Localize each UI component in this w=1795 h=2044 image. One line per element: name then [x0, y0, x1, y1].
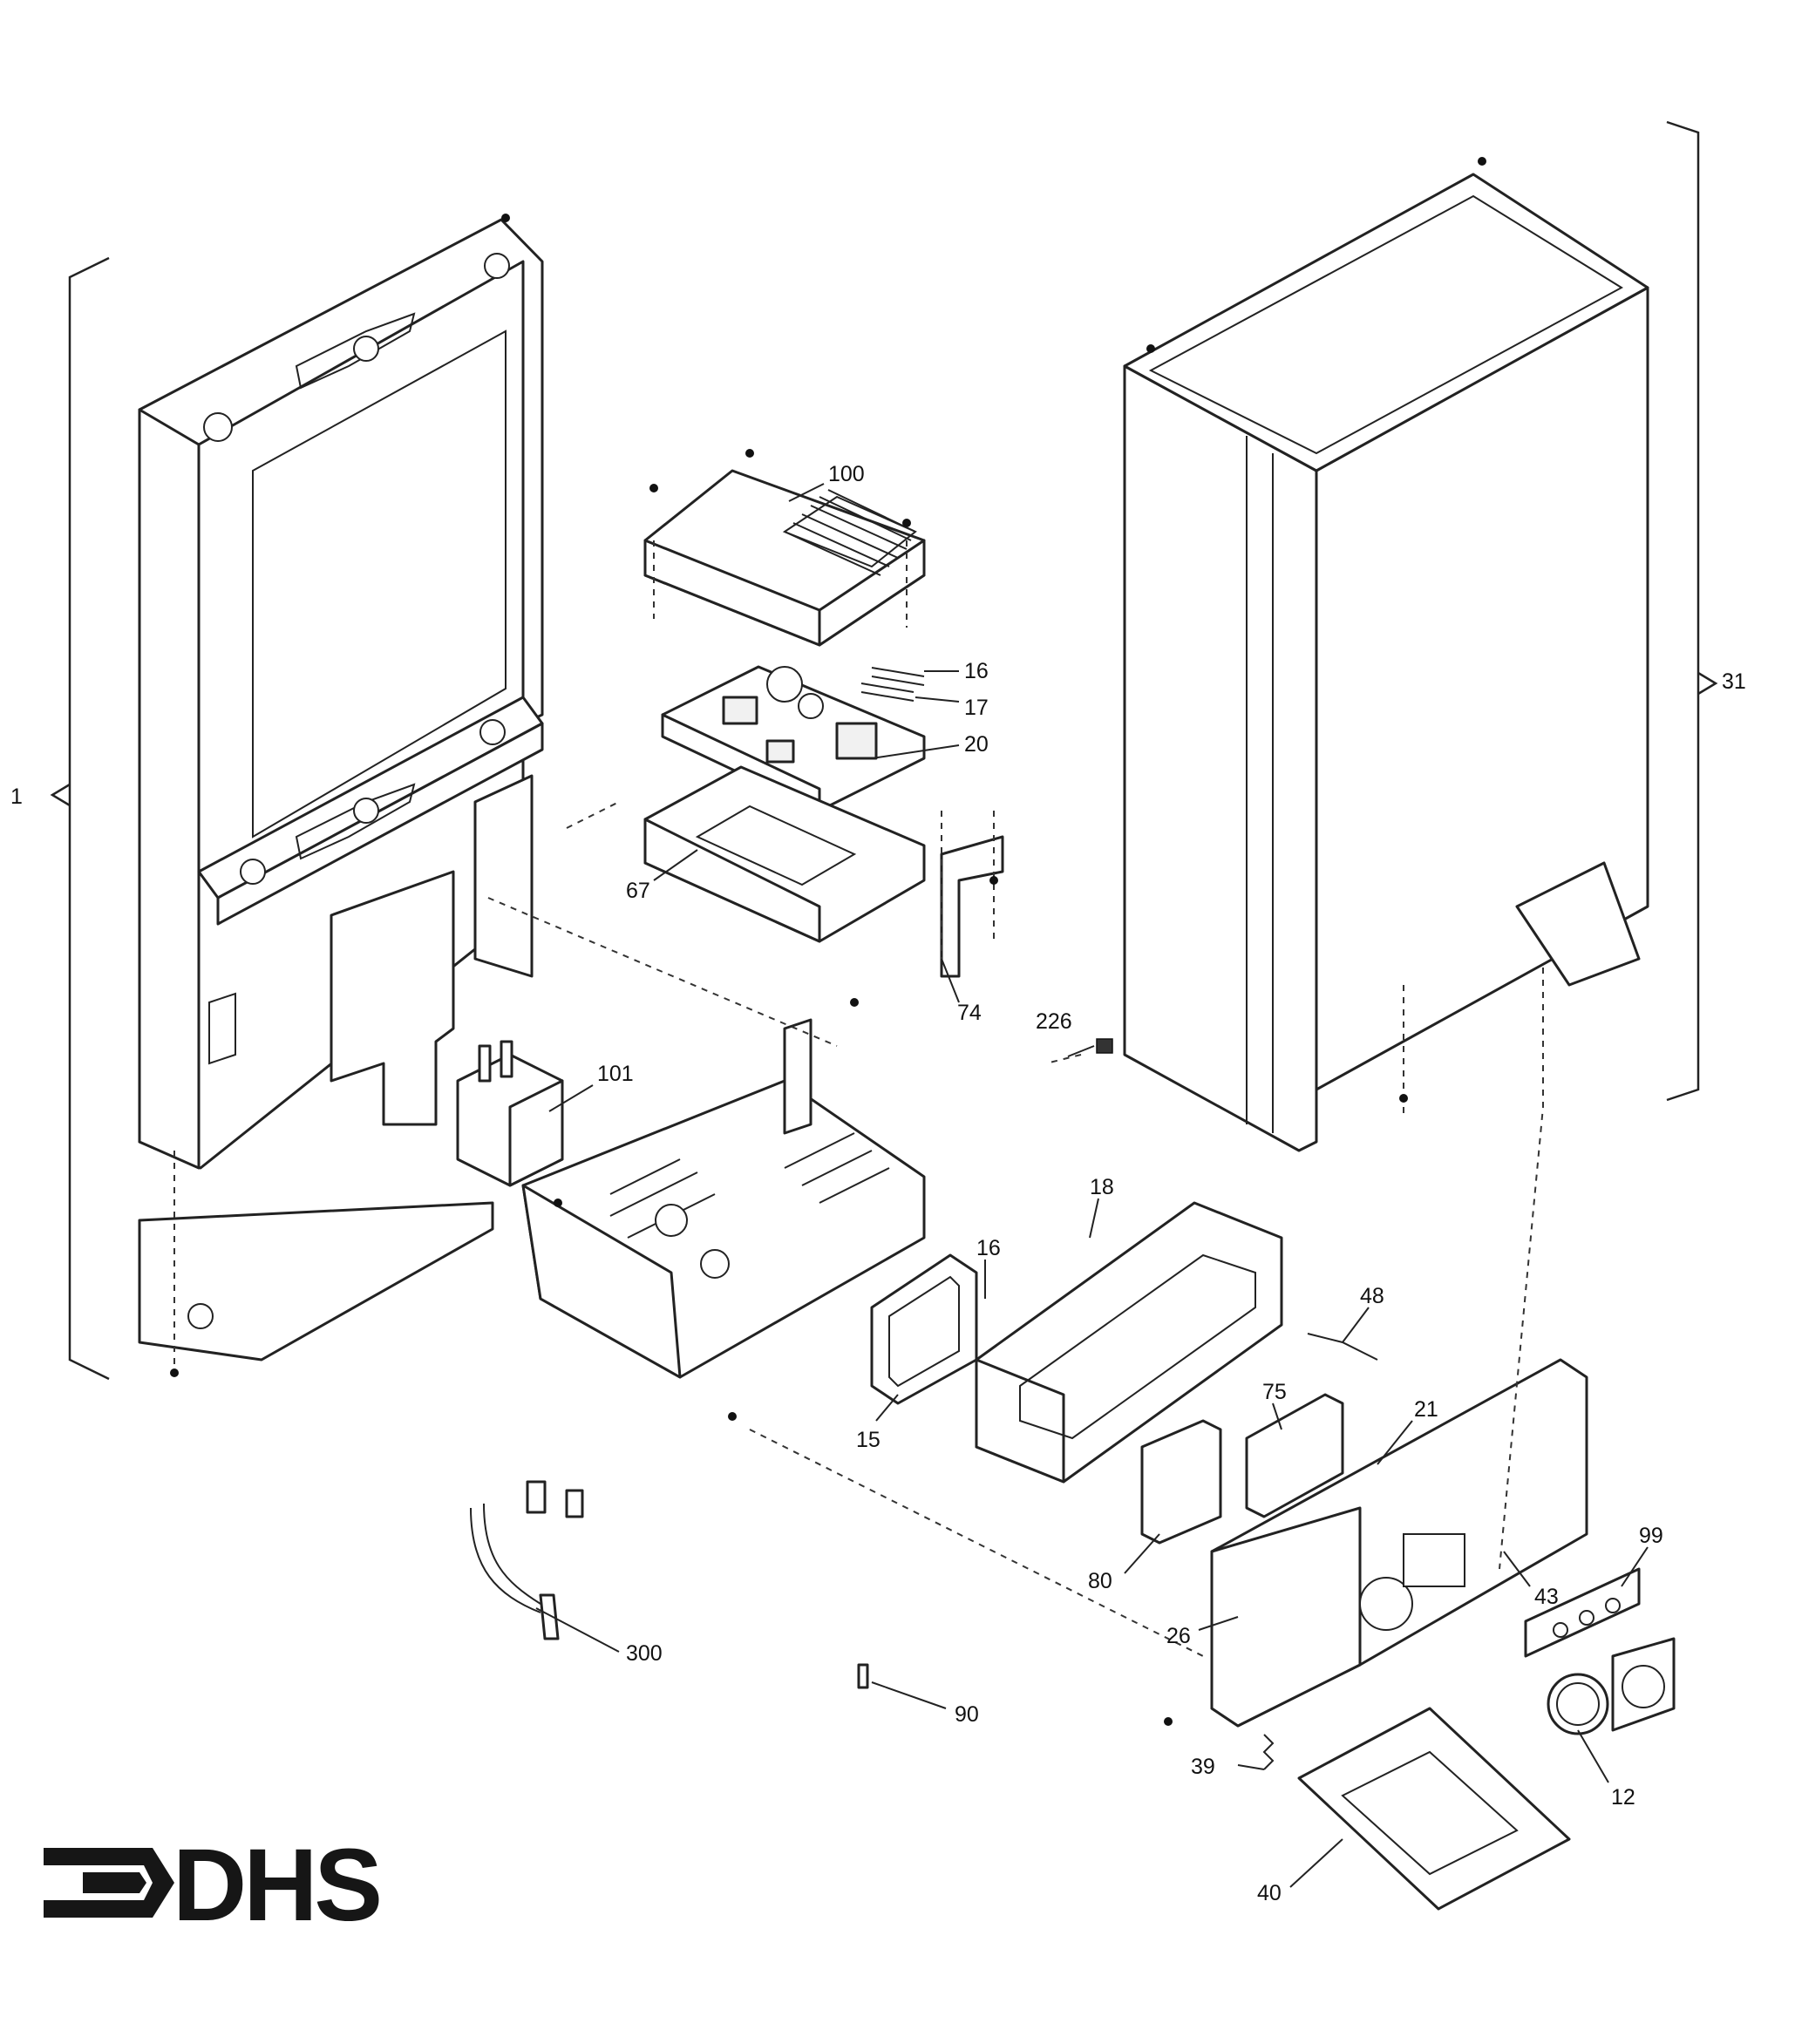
- callout-1: 1: [10, 784, 23, 809]
- callout-16-connector: 16: [976, 1236, 1001, 1260]
- callout-40: 40: [1257, 1881, 1282, 1905]
- bottom-door-part-40: [1297, 1707, 1571, 1911]
- pressure-gauge-part-12: [1547, 1637, 1676, 1735]
- callout-80: 80: [1088, 1569, 1112, 1593]
- callout-20: 20: [964, 732, 989, 757]
- spring-part-39: [1262, 1734, 1275, 1770]
- dhs-logo: DHS: [44, 1828, 383, 1943]
- callout-21: 21: [1414, 1397, 1438, 1422]
- callout-39: 39: [1191, 1755, 1215, 1779]
- screws: [170, 157, 1486, 1726]
- base-chassis: [521, 1018, 926, 1379]
- control-label-part-99: [1524, 1567, 1641, 1658]
- callout-16-fuse: 16: [964, 659, 989, 683]
- front-fascia-part-26: [1210, 1358, 1588, 1728]
- callout-74: 74: [957, 1001, 982, 1025]
- cable-part-48: [1307, 1333, 1378, 1361]
- pin-part-90: [857, 1663, 869, 1689]
- callout-12: 12: [1611, 1785, 1635, 1810]
- callout-43: 43: [1534, 1585, 1559, 1609]
- control-board-part-75: [1245, 1393, 1344, 1518]
- callout-26: 26: [1166, 1624, 1191, 1648]
- callout-17: 17: [964, 696, 989, 720]
- callout-99: 99: [1639, 1524, 1663, 1548]
- callout-75: 75: [1262, 1380, 1287, 1404]
- gasket-part-15: [870, 1253, 978, 1405]
- back-frame-part-1: [138, 218, 544, 1362]
- transformer-part-101: [456, 1040, 564, 1187]
- pcb-housing-part-67: [643, 765, 1004, 978]
- pcb-board-part-20: [661, 665, 926, 812]
- callout-67: 67: [626, 879, 650, 903]
- callout-18: 18: [1090, 1175, 1114, 1199]
- callout-leaders: [535, 483, 1649, 1888]
- callout-226: 226: [1036, 1009, 1072, 1034]
- callout-90: 90: [955, 1702, 979, 1727]
- callout-101: 101: [597, 1062, 634, 1086]
- clip-part-226: [1096, 1038, 1113, 1054]
- assembly-bracket-1: [50, 256, 110, 1381]
- callout-48: 48: [1360, 1284, 1384, 1308]
- callout-100: 100: [828, 462, 865, 486]
- heatsink-module-part-100: [643, 469, 926, 647]
- outer-casing-part-31: [1123, 173, 1649, 1152]
- fuse-parts-16-17: [860, 667, 925, 702]
- assembly-bracket-31: [1666, 120, 1718, 1102]
- callout-labels: 1 100 16 17 20 31 67 74 226 101 18 16 48…: [10, 462, 1746, 1905]
- internal-panel-part-18: [975, 1201, 1283, 1484]
- callout-300: 300: [626, 1641, 663, 1666]
- callout-15: 15: [856, 1428, 881, 1452]
- callout-31: 31: [1722, 669, 1746, 694]
- logo-arrow-icon: [44, 1848, 174, 1918]
- wiring-harness-part-300: [470, 1480, 584, 1640]
- control-board-part-80: [1140, 1419, 1222, 1545]
- logo-text: DHS: [173, 1828, 379, 1943]
